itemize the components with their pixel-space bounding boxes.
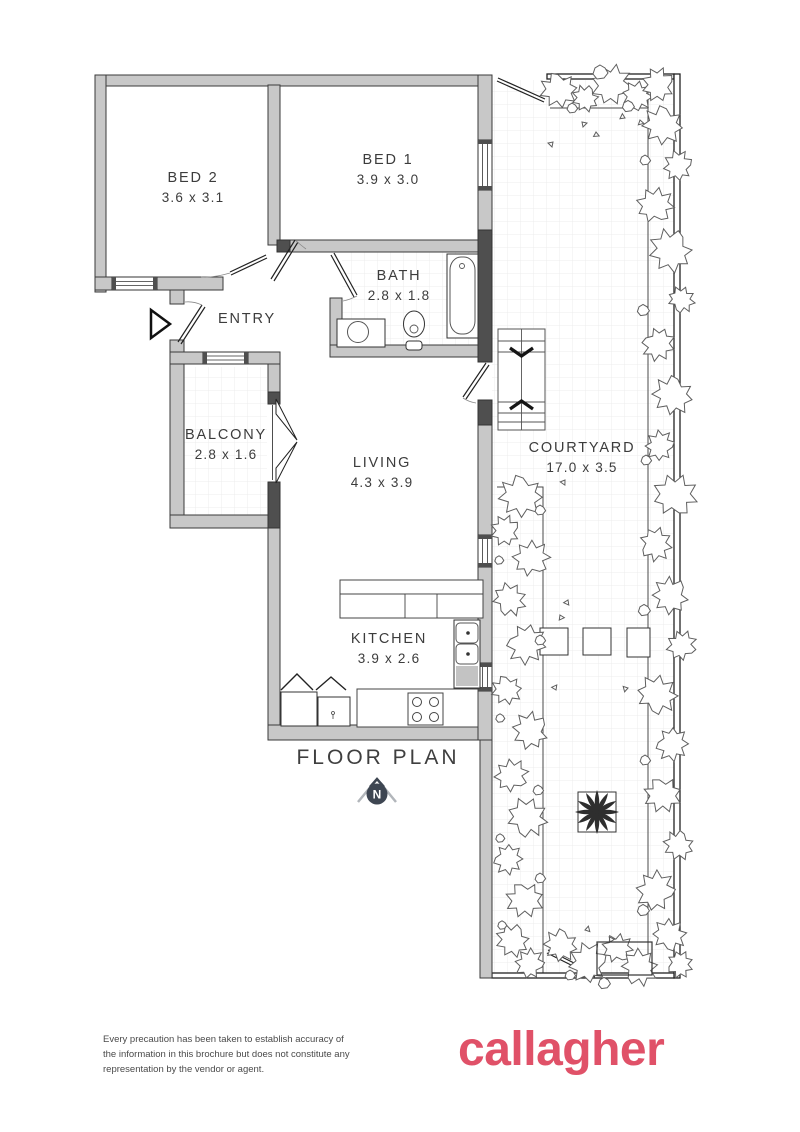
north-letter: N [373, 788, 382, 802]
kitchen-sink [453, 619, 481, 689]
walls-dark [267, 229, 493, 529]
bed2-door [200, 254, 268, 278]
room-label-living: LIVING 4.3 x 3.9 [351, 455, 414, 490]
bed2-window [111, 276, 158, 291]
room-name: KITCHEN [350, 631, 428, 647]
page-title: FLOOR PLAN [296, 746, 460, 769]
room-name: BALCONY [185, 427, 267, 443]
entry-door [177, 301, 206, 345]
stairs-arrow-up [509, 399, 534, 411]
room-name: BED 2 [167, 170, 219, 186]
room-name: BATH [376, 268, 422, 284]
balcony-floor [184, 367, 267, 515]
walls [94, 74, 493, 979]
brand-logo: callagher [458, 1023, 665, 1076]
windows [111, 139, 493, 692]
room-label-courtyard: COURTYARD 17.0 x 3.5 [529, 440, 636, 475]
disclaimer-line: representation by the vendor or agent. [103, 1064, 265, 1076]
room-dims: 2.8 x 1.8 [367, 288, 431, 303]
courtyard-corner-structure [596, 941, 653, 976]
disclaimer-line: the information in this brochure but doe… [103, 1049, 350, 1061]
courtyard-plant [575, 790, 619, 834]
planter-squares [539, 627, 651, 658]
room-dims: 17.0 x 3.5 [546, 460, 618, 475]
entry-marker-icon [149, 307, 173, 341]
room-label-kitchen: KITCHEN 3.9 x 2.6 [351, 631, 427, 666]
balcony-door-leaf-top [275, 398, 298, 441]
room-name: LIVING [352, 455, 412, 471]
bed1-window [477, 139, 493, 191]
room-label-bed1: BED 1 3.9 x 3.0 [357, 152, 420, 187]
room-dims: 3.9 x 2.6 [357, 651, 421, 666]
plant-icon [575, 790, 619, 834]
bifold-door-left [280, 673, 314, 691]
bifold-door-right [315, 676, 347, 691]
balcony-french-doors [272, 398, 298, 484]
courtyard-gate-top [496, 77, 546, 103]
room-dims: 3.9 x 3.0 [356, 172, 420, 187]
stairs-arrow-down [509, 346, 534, 358]
room-dims: 4.3 x 3.9 [350, 475, 414, 490]
room-name: ENTRY [218, 311, 276, 327]
toilet [403, 310, 425, 338]
room-dims: 3.6 x 3.1 [161, 190, 225, 205]
stairs [497, 328, 546, 431]
bath-fixtures [336, 253, 479, 351]
room-label-bed2: BED 2 3.6 x 3.1 [162, 170, 225, 205]
room-label-balcony: BALCONY 2.8 x 1.6 [185, 427, 267, 462]
laundry-cupboards [280, 673, 351, 727]
room-name: BED 1 [362, 152, 414, 168]
room-name: COURTYARD [528, 440, 636, 456]
disclaimer-line: Every precaution has been taken to estab… [103, 1034, 344, 1045]
balcony-door-leaf-bottom [275, 441, 298, 484]
kitchen-fixtures [280, 579, 484, 728]
room-label-entry: ENTRY [218, 311, 276, 327]
fence-right [673, 73, 681, 979]
room-label-bath: BATH 2.8 x 1.8 [368, 268, 431, 303]
basin [347, 321, 369, 343]
kitchen-window [477, 662, 493, 692]
living-courtyard-door [462, 362, 490, 404]
doors [177, 77, 597, 978]
room-dims: 2.8 x 1.6 [194, 447, 258, 462]
bed1-door [270, 239, 307, 282]
north-arrow-icon: N [357, 777, 397, 805]
balcony-window [202, 351, 249, 365]
living-window [477, 534, 493, 568]
disclaimer-text: Every precaution has been taken to estab… [103, 1032, 363, 1078]
bath-door [330, 252, 358, 302]
